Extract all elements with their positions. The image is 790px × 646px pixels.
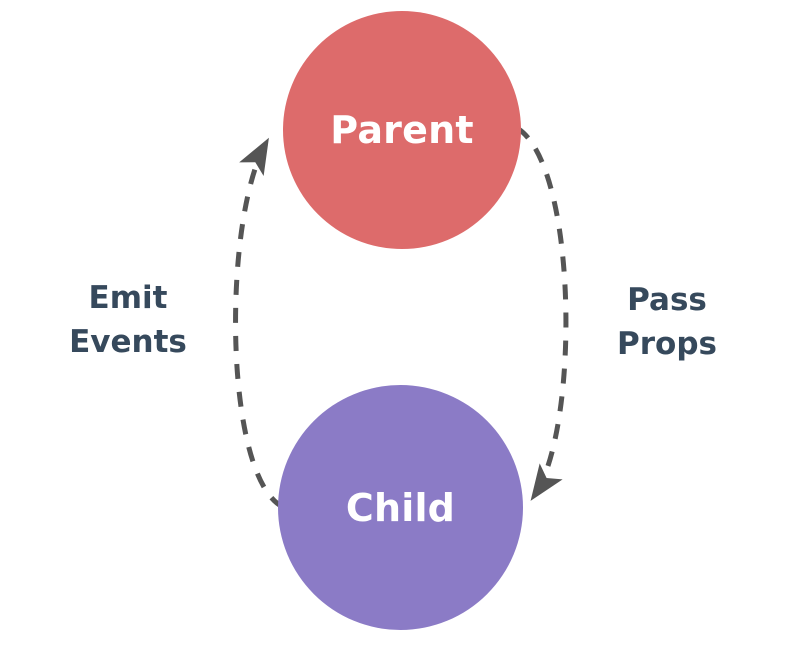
pass-props-connector [515,125,569,501]
emit-events-connector [233,137,285,510]
parent-node[interactable]: Parent [283,11,521,249]
child-node[interactable]: Child [278,385,523,630]
parent-node-label: Parent [330,108,474,152]
pass-props-label: Pass Props [617,282,717,363]
child-node-label: Child [345,485,456,530]
emit-events-label: Emit Events [69,280,187,361]
